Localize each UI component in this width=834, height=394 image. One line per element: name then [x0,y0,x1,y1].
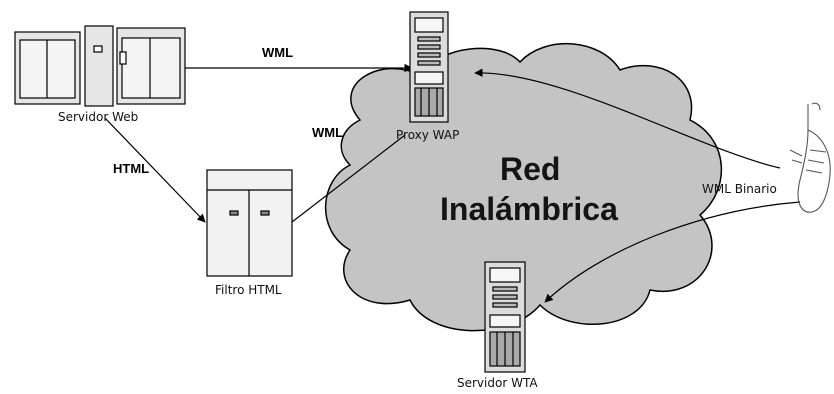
mobile-phone-icon [789,102,831,213]
proxy-wap-icon [409,11,449,123]
html-filter-label: Filtro HTML [215,283,282,297]
cloud-title-line2: Inalámbrica [440,191,618,227]
edge-label-web-to-filter: HTML [113,161,149,176]
wta-server-label: Servidor WTA [457,376,538,390]
cloud-title-line1: Red [500,151,560,187]
web-server-label: Servidor Web [58,110,138,124]
wml-binary-label: WML Binario [702,182,777,196]
edge-filter-to-proxy [291,134,406,223]
wta-server-icon [484,261,526,373]
edge-label-web-to-proxy: WML [262,45,293,60]
edge-label-filter-to-proxy: WML [312,125,343,140]
edge-phone-to-wta [544,201,801,303]
edge-proxy-to-phone [474,68,781,169]
html-filter-icon [206,169,293,277]
edge-web-to-filter [104,117,206,223]
proxy-wap-label: Proxy WAP [396,128,459,142]
web-server-icon [14,25,186,107]
